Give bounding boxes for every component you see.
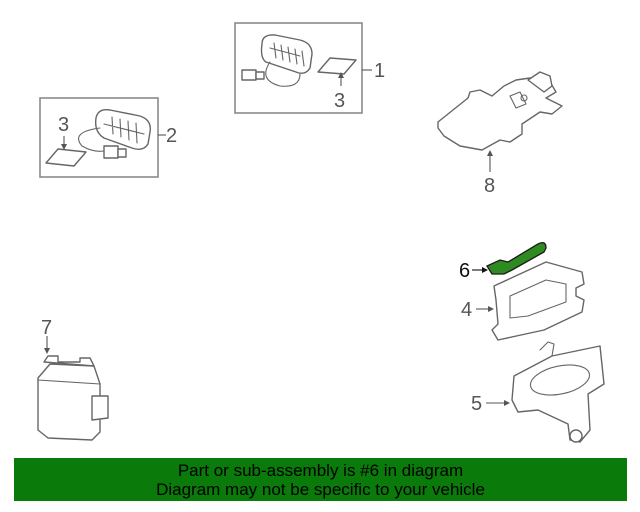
callout-7: 7	[41, 317, 52, 339]
callout-3a: 3	[334, 90, 345, 112]
part-4-group[interactable]: 4	[461, 261, 585, 341]
banner-line-1: Part or sub-assembly is #6 in diagram	[177, 460, 464, 480]
part-2-group[interactable]: 2 3	[39, 97, 177, 178]
part-2-sensor	[78, 108, 151, 159]
callout-3b: 3	[58, 114, 69, 136]
part-6-group[interactable]: 6	[459, 242, 547, 282]
part-2-pad	[45, 148, 87, 167]
part-4-module	[491, 261, 585, 341]
callout-1: 1	[374, 60, 385, 82]
part-5-bracket	[511, 345, 605, 443]
part-5-group[interactable]: 5	[471, 341, 605, 443]
part-1-sensor	[241, 34, 313, 87]
part-8-bracket	[437, 77, 563, 151]
banner-line-2: Diagram may not be specific to your vehi…	[156, 479, 485, 499]
part-1-group[interactable]: 1 3	[234, 22, 385, 114]
info-banner: Part or sub-assembly is #6 in diagram Di…	[14, 458, 627, 501]
callout-8: 8	[484, 175, 495, 197]
part-8-group[interactable]: 8	[437, 71, 563, 197]
part-7-group[interactable]: 7	[37, 317, 109, 441]
callout-4: 4	[461, 299, 472, 321]
callout-6: 6	[459, 260, 470, 282]
callout-2: 2	[166, 125, 177, 147]
part-7-module	[37, 363, 101, 441]
part-1-pad	[317, 57, 357, 75]
part-6-highlighted[interactable]	[486, 242, 547, 275]
callout-5: 5	[471, 393, 482, 415]
